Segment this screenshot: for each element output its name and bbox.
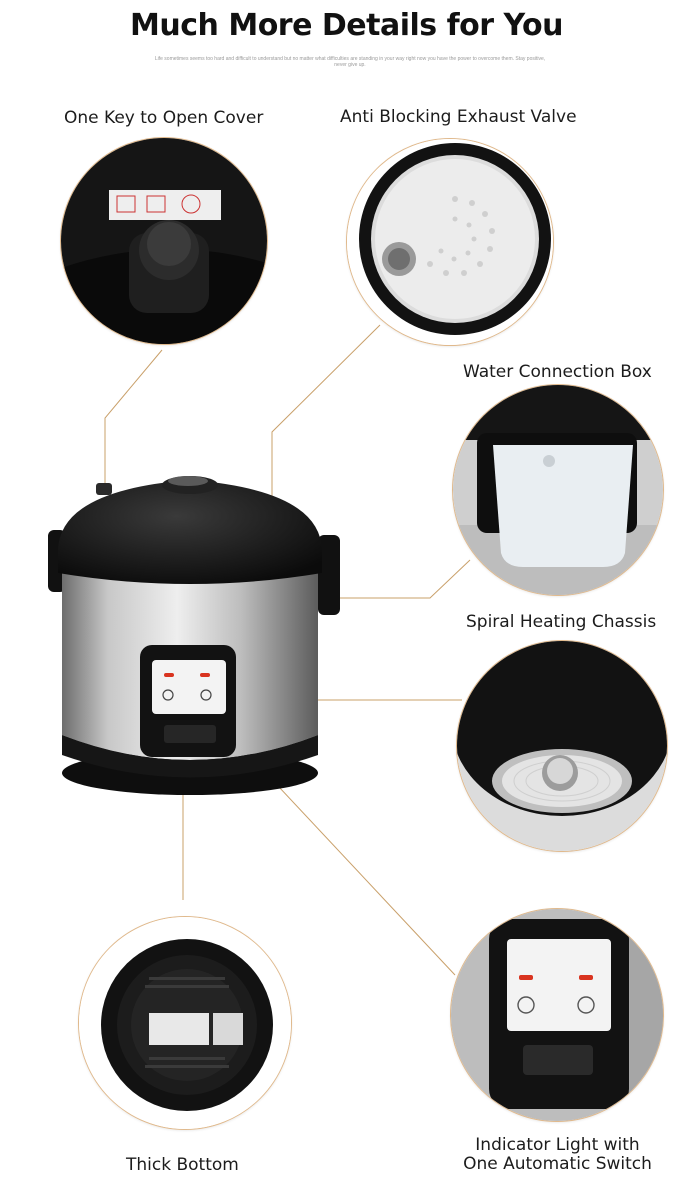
label-spiral-heating-chassis: Spiral Heating Chassis (466, 612, 657, 632)
detail-circle-indicator-light (450, 908, 664, 1122)
label-indicator-light: Indicator Light with One Automatic Switc… (455, 1136, 660, 1174)
detail-circle-one-key (60, 137, 268, 345)
page-title: Much More Details for You (130, 8, 563, 43)
label-thick-bottom: Thick Bottom (126, 1155, 239, 1175)
detail-circle-exhaust-valve (346, 138, 554, 346)
detail-circle-thick-bottom (78, 916, 292, 1130)
label-indicator-line-2: One Automatic Switch (463, 1154, 652, 1174)
connector-exhaust-valve (271, 324, 381, 500)
label-indicator-line-1: Indicator Light with (475, 1135, 640, 1155)
connector-one-key (104, 349, 163, 490)
detail-circle-water-box (452, 384, 664, 596)
page-subtitle: Life sometimes seems too hard and diffic… (154, 56, 546, 68)
label-anti-blocking-exhaust-valve: Anti Blocking Exhaust Valve (340, 107, 577, 127)
rice-cooker-main-image (40, 455, 360, 815)
label-water-connection-box: Water Connection Box (463, 362, 652, 382)
detail-circle-heating-chassis (456, 640, 668, 852)
label-one-key-open-cover: One Key to Open Cover (64, 108, 264, 128)
